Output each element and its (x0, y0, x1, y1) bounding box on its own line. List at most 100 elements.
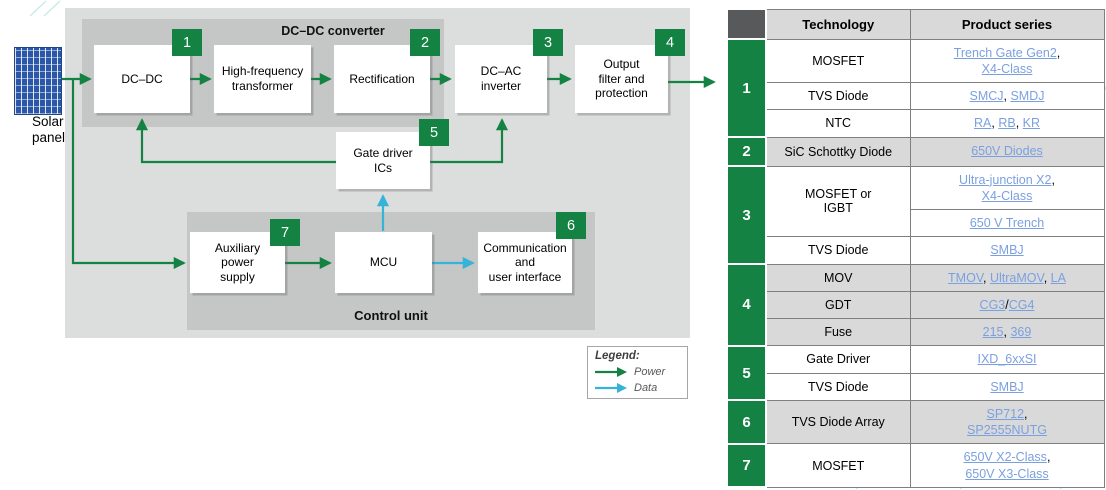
technology-cell: MOSFET or IGBT (765, 165, 911, 238)
product-link[interactable]: X4-Class (981, 61, 1033, 76)
product-link[interactable]: 650V Diodes (971, 144, 1043, 159)
block-auxiliary-power-supply: Auxiliary power supply (190, 232, 285, 293)
group-number-cell: 6 (726, 399, 767, 445)
separator-text: , (1046, 450, 1051, 465)
legend-power-row: Power (595, 366, 680, 378)
product-link[interactable]: KR (1022, 116, 1041, 131)
dcdc-converter-group-title: DC–DC converter (281, 24, 385, 38)
technology-cell: GDT (765, 290, 911, 320)
block-dc-dc: DC–DC (94, 45, 190, 113)
control-unit-group-title: Control unit (354, 308, 428, 323)
product-link[interactable]: CG4 (1008, 297, 1035, 312)
badge-3: 3 (533, 29, 563, 56)
technology-cell: Fuse (765, 317, 911, 347)
technology-cell: Gate Driver (765, 345, 911, 374)
product-link[interactable]: SP712 (986, 406, 1025, 421)
product-link[interactable]: UltraMOV (989, 270, 1044, 285)
technology-cell: TVS Diode Array (765, 399, 911, 445)
product-link[interactable]: X4-Class (981, 188, 1033, 203)
product-link[interactable]: SP2555NUTG (967, 423, 1047, 437)
technology-cell: MOV (765, 263, 911, 292)
legend-title: Legend: (595, 350, 640, 362)
product-link[interactable]: 650 V Trench (969, 216, 1045, 230)
table-header-row: Technology Product series (726, 8, 1105, 40)
product-link[interactable]: TMOV (948, 270, 984, 285)
product-link[interactable]: Trench Gate Gen2 (953, 45, 1057, 60)
group-number-cell: 5 (726, 344, 767, 402)
product-series-cell: SMCJ, SMDJ (909, 81, 1105, 111)
product-series-cell: RA, RB, KR (909, 109, 1105, 138)
product-link[interactable]: RA (973, 116, 992, 131)
separator-text: , (1056, 45, 1061, 60)
product-link[interactable]: 215 (982, 325, 1004, 339)
product-link[interactable]: SMDJ (1010, 89, 1045, 103)
technology-cell: MOSFET (765, 38, 911, 83)
product-series-cell: Trench Gate Gen2, X4-Class (909, 38, 1105, 83)
group-number-cell: 3 (726, 165, 767, 265)
group-number-cell: 7 (726, 442, 767, 489)
separator-text: , (1015, 116, 1023, 131)
product-link[interactable]: LA (1050, 270, 1066, 285)
product-link[interactable]: 650V X3-Class (965, 466, 1049, 481)
product-series-cell: IXD_6xxSI (909, 345, 1105, 374)
data-arrow-icon (595, 383, 627, 393)
legend-data-label: Data (634, 382, 658, 394)
badge-2: 2 (410, 29, 440, 56)
separator-text: , (1003, 89, 1011, 103)
technology-cell: NTC (765, 109, 911, 138)
product-series-cell: 650 V Trench (909, 208, 1105, 238)
separator-text: , (1003, 325, 1011, 339)
product-link[interactable]: 650V X2-Class (963, 450, 1047, 465)
group-number-cell: 2 (726, 136, 767, 167)
product-series-cell: 215, 369 (909, 317, 1105, 347)
product-series-cell: SP712, SP2555NUTG (909, 399, 1105, 445)
table-row: TVS Diode SMBJ (727, 236, 1105, 265)
badge-4: 4 (655, 29, 685, 56)
separator-text: / (1005, 297, 1009, 312)
separator-text: , (1043, 270, 1051, 285)
product-series-cell: SMBJ (909, 236, 1105, 265)
product-series-cell: TMOV, UltraMOV, LA (909, 263, 1105, 292)
power-arrow-icon (595, 367, 627, 377)
separator-text: , (983, 270, 990, 285)
product-series-cell: SMBJ (909, 372, 1105, 401)
technology-cell: TVS Diode (765, 81, 911, 111)
product-link[interactable]: Ultra-junction X2 (959, 172, 1052, 187)
technology-cell: MOSFET (765, 443, 911, 488)
product-link[interactable]: 369 (1010, 325, 1032, 339)
product-series-cell: 650V X2-Class,650V X3-Class (909, 443, 1105, 488)
block-communication-user-interface: Communication and user interface (478, 232, 572, 293)
product-link[interactable]: SMBJ (990, 243, 1024, 258)
separator-text: , (1051, 172, 1055, 187)
block-output-filter-protection: Output filter and protection (575, 45, 668, 113)
product-link[interactable]: RB (998, 116, 1016, 131)
technology-cell: TVS Diode (765, 236, 911, 265)
product-link[interactable]: CG3 (979, 297, 1006, 312)
legend-data-row: Data (595, 382, 680, 394)
group-number-cell: 1 (726, 38, 767, 138)
technology-header: Technology (765, 8, 911, 40)
solar-panel-icon (14, 47, 62, 115)
separator-text: , (991, 116, 999, 131)
block-rectification: Rectification (334, 45, 430, 113)
product-link[interactable]: SMCJ (969, 89, 1004, 103)
product-series-cell: CG3/CG4 (909, 290, 1105, 320)
table-row: 650 V Trench (727, 208, 1105, 238)
product-link[interactable]: SMBJ (990, 379, 1024, 394)
legend-power-label: Power (634, 366, 666, 378)
product-link[interactable]: IXD_6xxSI (977, 352, 1037, 367)
separator-text: , (1024, 406, 1028, 421)
product-series-header: Product series (909, 8, 1105, 40)
block-dc-ac-inverter: DC–AC inverter (455, 45, 547, 113)
